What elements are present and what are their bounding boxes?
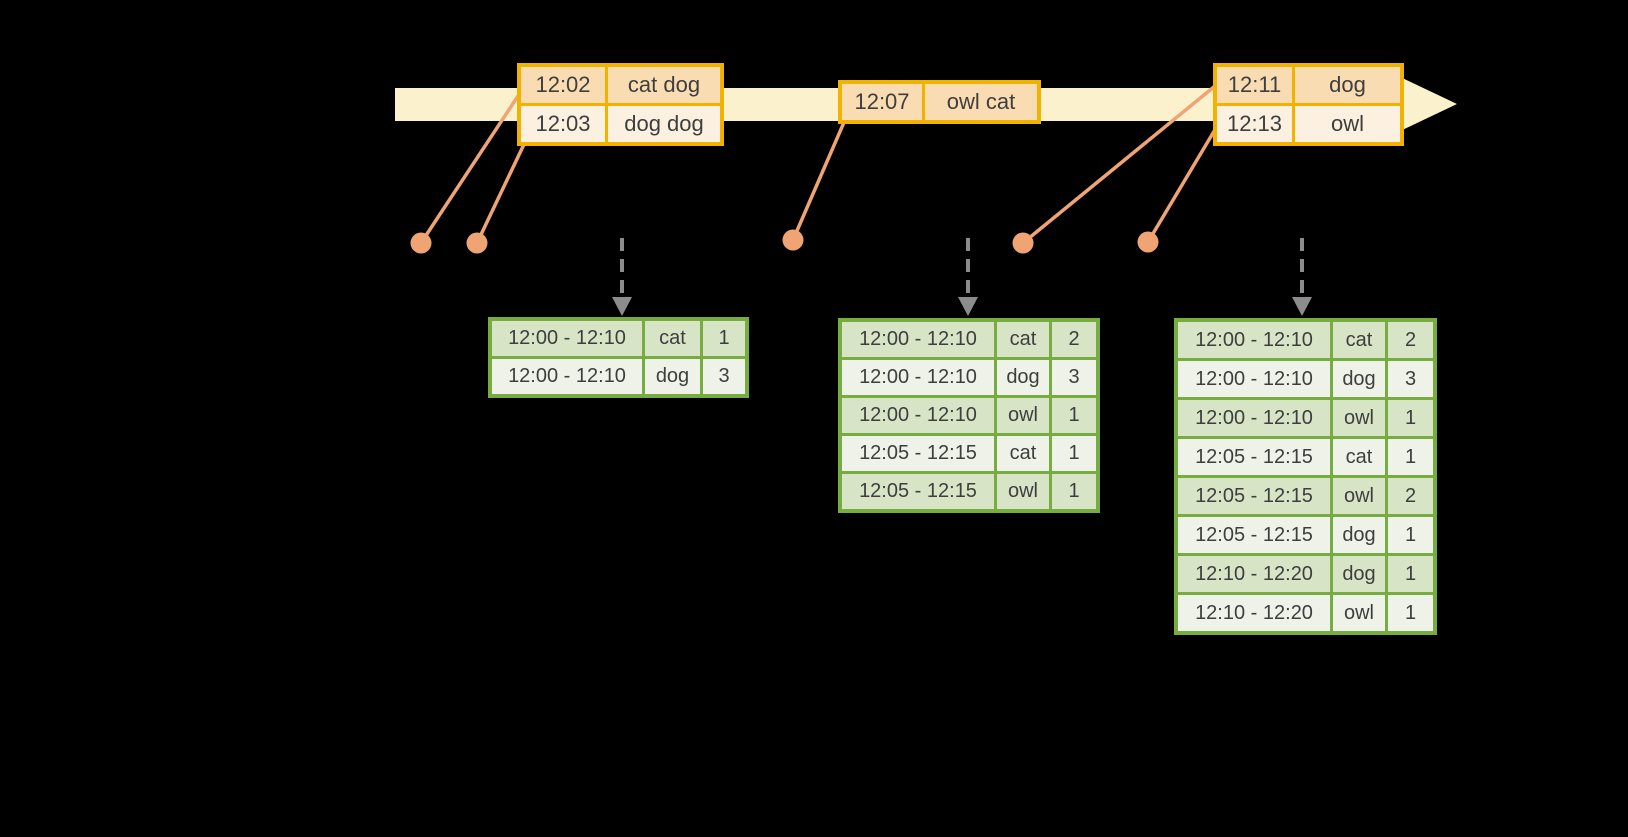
event-dot [410,232,432,254]
timeline-arrow-head [1396,75,1457,133]
count-cell: 3 [700,356,749,398]
window-cell: 12:05 - 12:15 [838,471,997,513]
count-cell: 3 [1385,358,1437,400]
word-cell: cat [1330,318,1388,361]
count-cell: 2 [1049,318,1100,360]
window-cell: 12:00 - 12:10 [838,395,997,436]
event-words-cell: owl cat [922,80,1041,124]
event-time-cell: 12:03 [517,103,608,146]
count-cell: 1 [1049,471,1100,513]
count-cell: 1 [1385,592,1437,635]
word-cell: dog [1330,358,1388,400]
word-cell: owl [994,471,1052,513]
connector-line [1146,127,1218,243]
window-cell: 12:10 - 12:20 [1174,553,1333,595]
window-cell: 12:00 - 12:10 [838,357,997,398]
event-words-cell: dog [1292,63,1404,106]
connector-line [1021,84,1217,245]
event-time-cell: 12:02 [517,63,608,106]
event-dot [782,229,804,251]
window-cell: 12:10 - 12:20 [1174,592,1333,635]
word-cell: dog [642,356,703,398]
trigger-arrow-head [612,297,632,316]
event-dot [466,232,488,254]
word-cell: cat [994,433,1052,474]
window-cell: 12:00 - 12:10 [1174,358,1333,400]
count-cell: 1 [1049,395,1100,436]
word-cell: dog [1330,514,1388,556]
count-cell: 2 [1385,475,1437,517]
event-words-cell: cat dog [605,63,724,106]
count-cell: 1 [700,317,749,359]
word-cell: owl [1330,592,1388,635]
trigger-arrow-head [958,297,978,316]
event-dot [1137,231,1159,253]
count-cell: 2 [1385,318,1437,361]
window-cell: 12:05 - 12:15 [1174,475,1333,517]
event-words-cell: dog dog [605,103,724,146]
window-cell: 12:00 - 12:10 [1174,397,1333,439]
window-cell: 12:00 - 12:10 [488,356,645,398]
word-cell: owl [1330,475,1388,517]
window-cell: 12:00 - 12:10 [1174,318,1333,361]
window-cell: 12:05 - 12:15 [838,433,997,474]
count-cell: 1 [1385,553,1437,595]
window-cell: 12:00 - 12:10 [838,318,997,360]
connector-line [475,137,529,244]
word-cell: dog [994,357,1052,398]
event-dot [1012,232,1034,254]
count-cell: 1 [1049,433,1100,474]
count-cell: 1 [1385,397,1437,439]
window-cell: 12:00 - 12:10 [488,317,645,359]
count-cell: 1 [1385,514,1437,556]
count-cell: 3 [1049,357,1100,398]
word-cell: dog [1330,553,1388,595]
word-cell: owl [1330,397,1388,439]
event-time-cell: 12:11 [1213,63,1295,106]
connector-line [419,95,520,244]
window-cell: 12:05 - 12:15 [1174,436,1333,478]
connector-line [791,119,847,241]
trigger-arrow-head [1292,297,1312,316]
event-time-cell: 12:07 [838,80,925,124]
word-cell: cat [642,317,703,359]
word-cell: owl [994,395,1052,436]
word-cell: cat [1330,436,1388,478]
word-cell: cat [994,318,1052,360]
event-words-cell: owl [1292,103,1404,146]
count-cell: 1 [1385,436,1437,478]
window-cell: 12:05 - 12:15 [1174,514,1333,556]
event-time-cell: 12:13 [1213,103,1295,146]
